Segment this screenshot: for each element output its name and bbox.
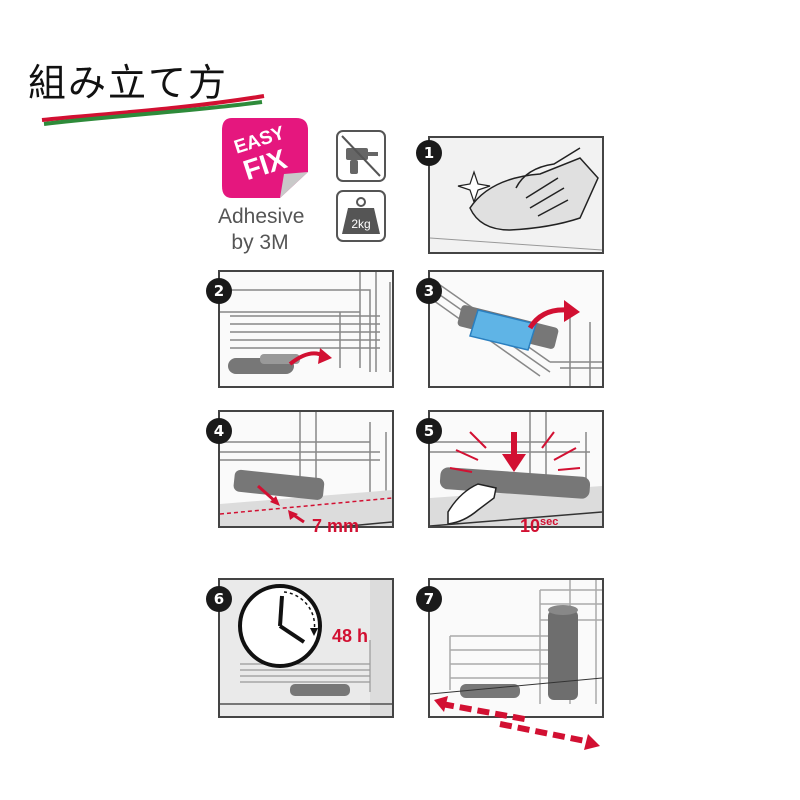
title-underline-flag: [41, 94, 265, 126]
step-5-label-main: 10: [520, 516, 541, 536]
slide-arrows: [434, 696, 600, 750]
basket-drawing: [220, 412, 387, 494]
step-5-number: 5: [416, 418, 442, 444]
basket-drawing: [430, 412, 590, 494]
arrow-icon: [502, 454, 526, 472]
arrow-icon: [584, 734, 600, 750]
step-1-panel: [428, 136, 604, 254]
step-6-number: 6: [206, 586, 232, 612]
easy-fix-badge: EASY FIX: [222, 118, 308, 198]
step-6-panel: [218, 578, 394, 718]
step-3-number: 3: [416, 278, 442, 304]
step-4-number: 4: [206, 418, 232, 444]
step-5-label-sup: sec: [540, 516, 559, 528]
arrow-icon: [527, 307, 569, 330]
step-6-label: 48 h: [332, 626, 369, 646]
no-drill-icon: [336, 130, 386, 182]
weight-label: 2kg: [351, 217, 370, 231]
cloth-shape: [469, 157, 599, 231]
arrow-icon: [434, 696, 448, 712]
sparkle-icon: [457, 170, 491, 204]
page-title: 組み立て方: [28, 61, 229, 105]
step-7-number: 7: [416, 586, 442, 612]
step-4-panel: [218, 410, 394, 528]
basket-drawing: [220, 272, 391, 372]
step-2-number: 2: [206, 278, 232, 304]
step-5-panel: [428, 410, 604, 528]
hand-icon: [447, 483, 497, 525]
step-4-label: 7 mm: [312, 516, 360, 536]
step-7-panel: [428, 578, 604, 718]
adhesive-line2: by 3M: [231, 231, 289, 254]
step-5-label: 10sec: [520, 516, 558, 537]
step-1-number: 1: [416, 140, 442, 166]
hand-icon: [515, 147, 581, 217]
weight-icon: 2kg: [336, 190, 386, 242]
adhesive-line1: Adhesive: [218, 205, 305, 228]
step-3-panel: [428, 270, 604, 388]
clock-icon: [238, 584, 322, 668]
step-2-panel: [218, 270, 394, 388]
adhesive-text: Adhesive by 3M: [218, 204, 305, 256]
basket-drawing: [240, 640, 371, 692]
